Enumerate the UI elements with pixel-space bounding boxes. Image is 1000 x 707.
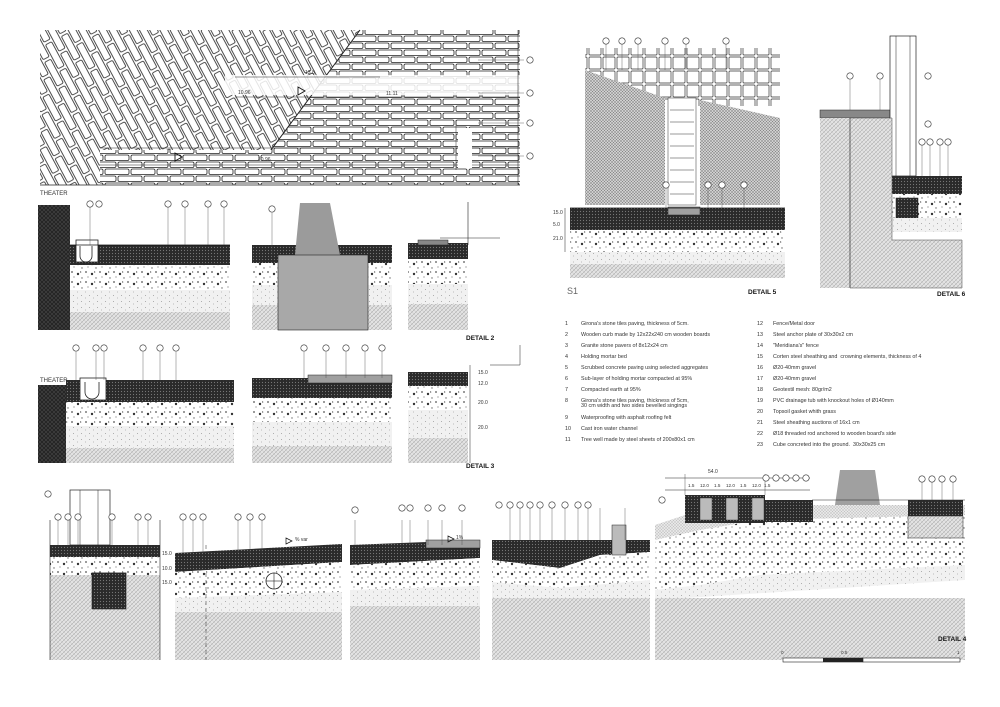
detail-4-section-5 xyxy=(655,470,965,660)
paving-plan xyxy=(40,29,534,186)
dim-d4-sub-5: 12.0 xyxy=(752,483,761,488)
detail-3-section-c xyxy=(408,345,521,463)
dim-d4-sub-2: 1.5 xyxy=(714,483,721,488)
detail-2-section-a xyxy=(38,200,230,330)
detail-4-section-3 xyxy=(350,504,481,660)
detail-4-section-1 xyxy=(44,489,161,660)
detail-5-title: DETAIL 5 xyxy=(748,289,777,296)
dim-d4-total: 54.0 xyxy=(708,469,718,475)
detail-3-section-a xyxy=(38,344,234,463)
dim-d2-c: 20.0 xyxy=(478,400,488,406)
detail-3-title: DETAIL 3 xyxy=(466,463,495,470)
detail-5-wall-elevation xyxy=(585,37,780,206)
scale-bar xyxy=(782,657,961,663)
scale-label-1: 1 xyxy=(957,650,960,655)
dim-d5-b: 5.0 xyxy=(553,222,560,228)
dim-d2-d: 20.0 xyxy=(478,425,488,431)
dim-d5-a: 21.0 xyxy=(553,236,563,242)
dim-d4-left-b: 10.0 xyxy=(162,566,172,572)
dim-d4-left-c: 15.0 xyxy=(162,580,172,586)
section-label-s1: S1 xyxy=(567,286,579,296)
dim-d4-sub-0: 1.5 xyxy=(688,483,695,488)
scale-label-05: 0.5 xyxy=(841,650,848,655)
plan-dim-4: 13.8 xyxy=(305,70,315,76)
slope-label-1: % var xyxy=(295,537,308,543)
dim-d4-sub-1: 12.0 xyxy=(700,483,709,488)
plan-dim-3: 10.96 xyxy=(258,157,271,163)
dim-d2-b: 12.0 xyxy=(478,381,488,387)
theater-label-1: THEATER xyxy=(40,191,68,197)
scale-label-0: 0 xyxy=(781,650,784,655)
detail-5-section xyxy=(564,181,785,278)
detail-6-title: DETAIL 6 xyxy=(937,291,966,298)
plan-dim-1: 10.96 xyxy=(238,90,251,96)
detail-2-title: DETAIL 2 xyxy=(466,335,495,342)
dim-d2-a: 15.0 xyxy=(478,370,488,376)
plan-dim-2: 11.11 xyxy=(386,91,398,97)
detail-4-section-4 xyxy=(492,501,650,660)
dim-d4-sub-4: 1.5 xyxy=(740,483,747,488)
dim-d4-left-a: 15.0 xyxy=(162,551,172,557)
detail-3-section-b xyxy=(252,344,393,463)
theater-label-2: THEATER xyxy=(40,378,68,384)
dim-d4-sub-6: 1.5 xyxy=(764,483,771,488)
dim-d5-c: 15.0 xyxy=(553,210,563,216)
detail-4-title: DETAIL 4 xyxy=(938,636,967,643)
slope-label-2: 1% xyxy=(456,535,464,541)
dim-d4-sub-3: 12.0 xyxy=(726,483,735,488)
detail-2-section-b xyxy=(252,203,392,331)
detail-6-section xyxy=(819,35,963,289)
detail-4-section-2 xyxy=(175,513,342,660)
detail-2-section-c xyxy=(408,202,500,330)
